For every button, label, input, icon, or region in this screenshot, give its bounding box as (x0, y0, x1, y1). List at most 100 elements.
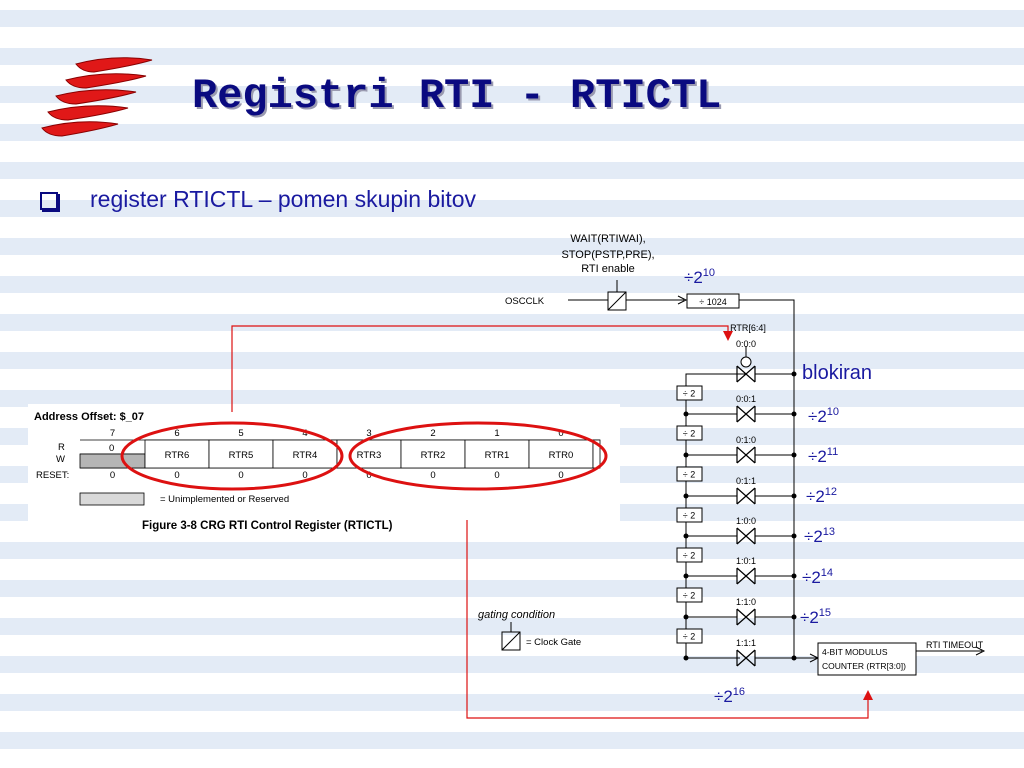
divide-by-2-box (676, 628, 703, 644)
select-gate-icon (736, 365, 756, 383)
divide-by-2-label: ÷ 2 (683, 389, 695, 399)
bit-number-row: 7 6 5 4 3 2 1 0 (110, 428, 564, 439)
clock-gate-block: WAIT(RTIWAI), STOP(PSTP,PRE), RTI enable (561, 233, 654, 275)
select-gate-icon (736, 527, 756, 545)
divide-by-2-box (676, 507, 703, 523)
reset-value: 0 (430, 470, 435, 481)
select-gate-icon (736, 567, 756, 585)
bit-number: 4 (302, 428, 307, 439)
divide-by-2-label: ÷ 2 (683, 429, 695, 439)
bit-number: 2 (430, 428, 435, 439)
divide-by-2-label: ÷ 2 (683, 551, 695, 561)
legend-swatch (79, 492, 145, 506)
divider-label: ÷210 (808, 406, 839, 426)
reset-value-row: 0 0 0 0 0 0 0 0 (110, 470, 564, 481)
register-field-rtr0: RTR0 (549, 450, 574, 461)
bit-number: 1 (494, 428, 499, 439)
divider-chain: 0:0:0÷ 20:0:1÷ 20:1:0÷ 20:1:1÷ 21:0:0÷ 2… (676, 339, 820, 667)
clock-gate-legend-icon (501, 631, 521, 651)
inverter-bubble-icon (740, 356, 752, 368)
select-gate-icon (736, 446, 756, 464)
bullet-checkbox-icon (40, 192, 58, 210)
rtr-high-highlight (120, 421, 344, 491)
figure-caption: Figure 3-8 CRG RTI Control Register (RTI… (142, 520, 393, 532)
blocked-label: blokiran (802, 362, 872, 384)
divider-label: ÷211 (808, 446, 838, 466)
gate-condition-line3: RTI enable (581, 263, 635, 275)
clock-gate-legend-text: = Clock Gate (526, 637, 581, 648)
register-field-rtr6: RTR6 (165, 450, 190, 461)
company-logo (41, 57, 153, 137)
divide-by-2-box (676, 547, 703, 563)
tap-label: 0:0:0 (736, 339, 756, 349)
register-field-rtr4: RTR4 (293, 450, 318, 461)
row-label-w: W (56, 454, 65, 465)
slide-title: Registri RTI - RTICTL (192, 72, 722, 120)
tap-label: 1:0:1 (736, 556, 756, 566)
register-field-rtr5: RTR5 (229, 450, 254, 461)
tap-label: 0:1:0 (736, 435, 756, 445)
bullet-text: register RTICTL – pomen skupin bitov (90, 186, 477, 212)
register-cell (400, 439, 466, 469)
register-cell (336, 439, 402, 469)
row-label-r: R (58, 442, 65, 453)
tap-label: 0:1:1 (736, 476, 756, 486)
register-cell (272, 439, 338, 469)
divider-label: ÷212 (806, 486, 837, 506)
reset-value: 0 (366, 470, 371, 481)
reset-value: 0 (558, 470, 563, 481)
reset-value: 0 (174, 470, 179, 481)
select-gate-icon (736, 405, 756, 423)
divide-by-2-box (676, 385, 703, 401)
tap-label: 1:1:1 (736, 638, 756, 648)
divide-1024-label: ÷ 1024 (699, 297, 726, 307)
register-field-cells: RTR6 RTR5 RTR4 RTR3 RTR2 RTR1 RTR0 (144, 439, 601, 469)
counter-label-line1: 4-BIT MODULUS (822, 647, 888, 657)
divider-label: ÷213 (804, 526, 835, 546)
divide-by-2-box (676, 587, 703, 603)
modulus-counter-box (817, 642, 917, 676)
reset-value: 0 (238, 470, 243, 481)
bit7-read-value: 0 (109, 443, 114, 454)
bit-number: 3 (366, 428, 371, 439)
bit-number: 7 (110, 428, 115, 439)
divide-1024-box (686, 293, 740, 309)
gate-condition-line1: WAIT(RTIWAI), (570, 233, 645, 245)
register-field-rtr1: RTR1 (485, 450, 510, 461)
register-cell (208, 439, 274, 469)
divider-label: ÷214 (802, 567, 833, 587)
divide-by-2-label: ÷ 2 (683, 632, 695, 642)
divide-by-2-box (676, 466, 703, 482)
bit-number: 5 (238, 428, 243, 439)
reset-value: 0 (110, 470, 115, 481)
register-field-rtr3: RTR3 (357, 450, 382, 461)
divide-by-2-box (676, 425, 703, 441)
bit-number: 0 (558, 428, 563, 439)
divider-label: ÷216 (714, 686, 745, 706)
divider-label-top: ÷210 (684, 267, 715, 287)
reset-value: 0 (494, 470, 499, 481)
register-field-rtr2: RTR2 (421, 450, 446, 461)
rti-timeout-label: RTI TIMEOUT (926, 640, 984, 650)
counter-label-line2: COUNTER (RTR[3:0]) (822, 661, 906, 671)
legend-text: = Unimplemented or Reserved (160, 494, 289, 505)
rtr-low-highlight (348, 421, 608, 491)
address-offset: Address Offset: $_07 (34, 411, 144, 423)
oscclk-label: OSCCLK (505, 296, 545, 307)
clock-gate-icon (607, 291, 627, 311)
divide-by-2-label: ÷ 2 (683, 591, 695, 601)
tap-label: 1:0:0 (736, 516, 756, 526)
reset-value: 0 (302, 470, 307, 481)
select-gate-icon (736, 649, 756, 667)
gating-condition-label: gating condition (478, 609, 555, 621)
gate-condition-line2: STOP(PSTP,PRE), (561, 249, 654, 261)
divide-by-2-label: ÷ 2 (683, 470, 695, 480)
divide-by-2-label: ÷ 2 (683, 511, 695, 521)
divider-label: ÷215 (800, 607, 831, 627)
bit-number: 6 (174, 428, 179, 439)
rtr-field-label: RTR[6:4] (730, 323, 766, 333)
red-arrows (231, 325, 873, 719)
select-gate-icon (736, 608, 756, 626)
